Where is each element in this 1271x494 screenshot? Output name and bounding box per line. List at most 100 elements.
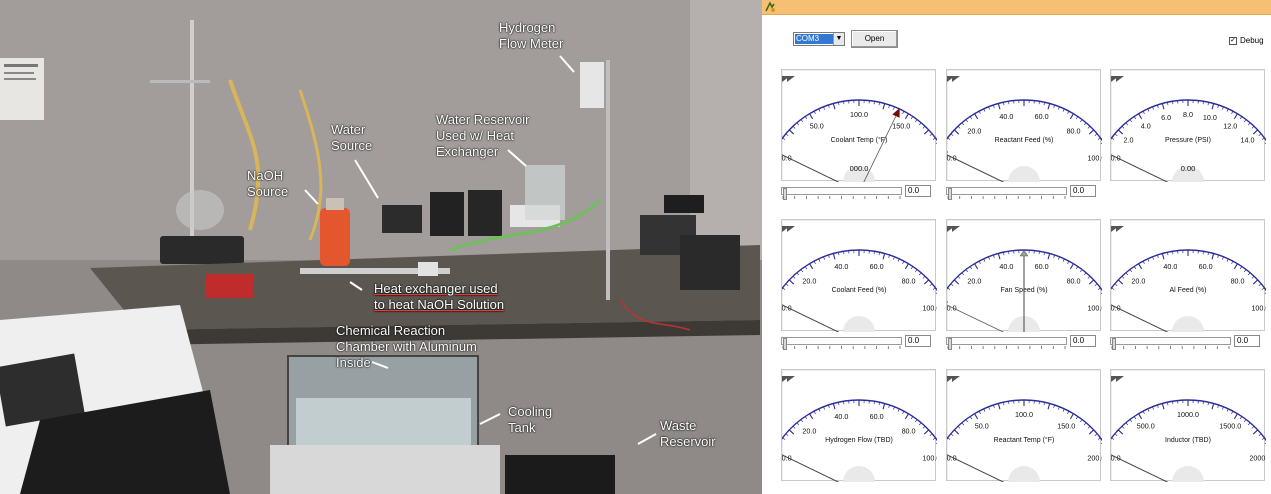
gauge-tick-mark — [923, 279, 930, 285]
gauge-needle — [947, 454, 1005, 482]
gauge-tick-mark — [910, 116, 914, 120]
gauge-tick-label: 12.0 — [1223, 122, 1237, 131]
gauge-tick-mark — [1097, 137, 1101, 140]
gauge-tick-mark — [1222, 106, 1224, 110]
gauge-tick-mark — [922, 276, 926, 279]
gauge-tick-mark — [1207, 402, 1209, 406]
gauge-tick-mark — [1142, 410, 1145, 414]
gauge-tick-mark — [1258, 283, 1262, 286]
gauge-tick-label: 20.0 — [802, 427, 816, 436]
gauge-tick-mark — [1138, 113, 1143, 120]
gauge-tick-mark — [1117, 429, 1124, 435]
slider-value-field[interactable]: 0.0 — [905, 185, 931, 197]
slider-ticks — [1111, 346, 1230, 349]
gauge-tick-mark — [1100, 442, 1102, 445]
chevron-down-icon[interactable]: ▼ — [833, 33, 844, 45]
slider-thumb[interactable] — [948, 338, 952, 350]
open-button[interactable]: Open — [851, 30, 898, 48]
gauge-tick-label: 20.0 — [1131, 277, 1145, 286]
flag-icon — [1111, 76, 1119, 82]
slider-coolant-temp[interactable]: 0.0 — [781, 185, 932, 200]
gauge-tick-mark — [878, 402, 880, 406]
gauge-tick-label: 0.0 — [1111, 454, 1121, 463]
gauge-tick-mark — [1121, 276, 1125, 279]
gauge-tick-mark — [1053, 404, 1055, 408]
gauge-scale-arc — [1111, 249, 1266, 292]
gauge-tick-mark — [1087, 426, 1091, 429]
gauge-tick-mark — [1157, 254, 1159, 258]
slider-thumb[interactable] — [948, 188, 952, 200]
gauge-label: Al Feed (%) — [1170, 287, 1207, 294]
slider-track[interactable] — [781, 187, 902, 200]
gauge-scale-arc — [782, 399, 937, 442]
gauge-tick-mark — [1125, 122, 1129, 126]
app-icon — [765, 1, 775, 12]
gauge-tick-mark — [792, 276, 796, 279]
debug-checkbox[interactable]: ✓ — [1229, 37, 1237, 45]
slider-thumb[interactable] — [1112, 338, 1116, 350]
gauge-tick-mark — [828, 254, 830, 258]
gauge-tick-mark — [1207, 102, 1209, 106]
gauge-tick-mark — [988, 406, 990, 410]
slider-reactant-feed[interactable]: 0.0 — [946, 185, 1097, 200]
gauge-setpoint-line — [947, 304, 1005, 332]
gauge-hub — [843, 166, 875, 182]
gauge-tick-mark — [993, 404, 995, 408]
slider-thumb[interactable] — [783, 338, 787, 350]
gauge-tick-mark — [953, 279, 960, 285]
gauge-tick-mark — [809, 113, 814, 120]
slider-coolant-feed[interactable]: 0.0 — [781, 335, 932, 350]
flag-icon — [782, 376, 790, 382]
gauge-tick-mark — [1067, 260, 1070, 264]
gauge-hub — [1008, 466, 1040, 482]
gauge-setpoint-line — [863, 115, 897, 182]
gauge-tick-label: 100.0 — [922, 304, 937, 313]
slider-fan-speed[interactable]: 0.0 — [946, 335, 1097, 350]
label-hydrogen-flow-meter: Hydrogen Flow Meter — [499, 20, 564, 51]
gauge-tick-mark — [935, 292, 937, 295]
slider-track[interactable] — [1110, 337, 1231, 350]
slider-thumb[interactable] — [783, 188, 787, 200]
slider-al-feed[interactable]: 0.0 — [1110, 335, 1261, 350]
gauge-tick-mark — [813, 110, 816, 114]
gauge-tick-mark — [1058, 406, 1060, 410]
gauge-tick-mark — [953, 429, 960, 435]
gauge-tick-mark — [823, 106, 825, 110]
gauge-tick-mark — [888, 404, 890, 408]
gauge-tick-mark — [1067, 410, 1070, 414]
com-port-value: COM3 — [795, 34, 833, 44]
gauge-tick-mark — [922, 426, 926, 429]
slider-value-field[interactable]: 0.0 — [905, 335, 931, 347]
slider-track[interactable] — [946, 337, 1067, 350]
gauge-tick-label: 8.0 — [1183, 110, 1193, 119]
slider-value-field[interactable]: 0.0 — [1070, 335, 1096, 347]
gauge-tick-mark — [1217, 254, 1219, 258]
slider-value-field[interactable]: 0.0 — [1070, 185, 1096, 197]
flag-icon — [952, 226, 960, 232]
slider-ticks — [947, 196, 1066, 199]
gauge-tick-mark — [878, 102, 880, 106]
gauge-tick-mark — [893, 256, 895, 260]
gauge-tick-mark — [1239, 416, 1243, 420]
gauge-tick-mark — [950, 133, 954, 136]
label-naoh-source: NaOH Source — [247, 168, 289, 199]
gauge-tick-mark — [904, 263, 909, 270]
gauge-tick-mark — [888, 104, 890, 108]
slider-value-field[interactable]: 0.0 — [1234, 335, 1260, 347]
gauge-needle — [782, 154, 840, 182]
slider-track[interactable] — [946, 187, 1067, 200]
com-port-select[interactable]: COM3 ▼ — [793, 32, 845, 46]
flag-icon — [787, 76, 795, 82]
slider-track[interactable] — [781, 337, 902, 350]
gauge-label: Pressure (PSI) — [1165, 137, 1211, 144]
gauge-tick-mark — [1075, 266, 1079, 270]
gauge-scale-arc — [1111, 399, 1266, 442]
gauge-tick-mark — [1138, 413, 1143, 420]
gauge-tick-mark — [823, 256, 825, 260]
